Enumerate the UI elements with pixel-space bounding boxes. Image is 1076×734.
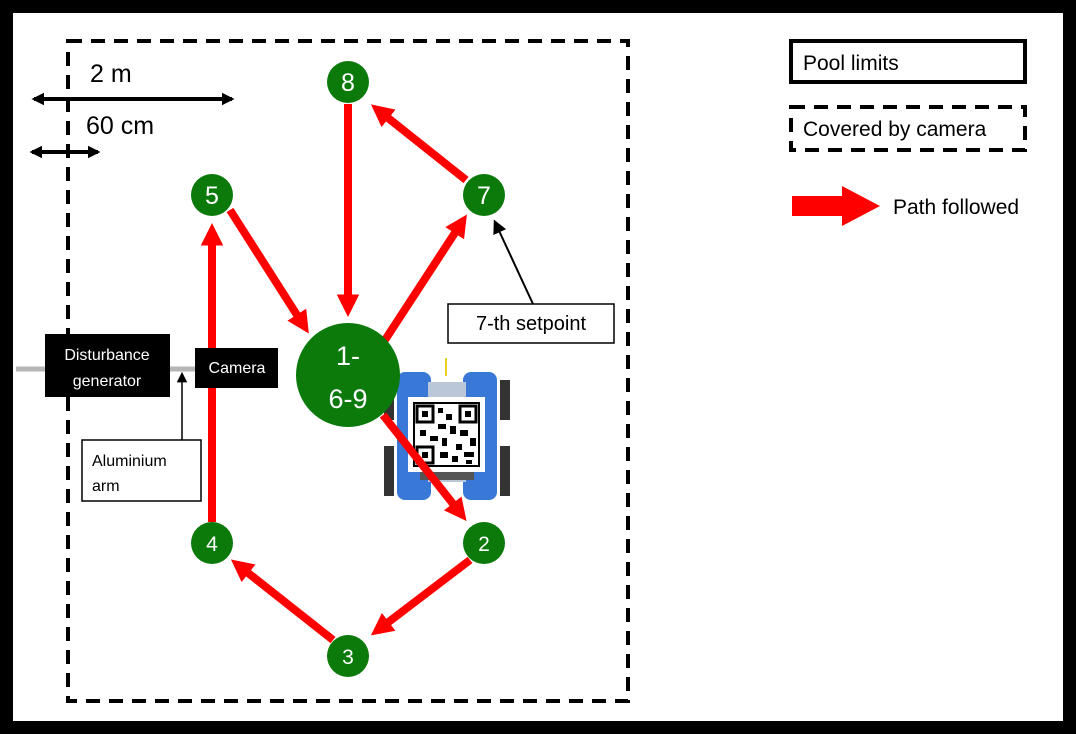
setpoint-2: 2 xyxy=(463,522,505,564)
callout-box-aluminium-arm xyxy=(81,439,202,502)
camera-label: Camera xyxy=(209,360,266,377)
setpoint-label-8: 8 xyxy=(341,69,355,97)
disturbance-generator-label-line2: generator xyxy=(73,373,142,390)
setpoint-label-6-9: 6-9 xyxy=(328,384,367,414)
setpoint-label-2: 2 xyxy=(478,533,490,556)
setpoint-label-7: 7 xyxy=(477,182,491,210)
setpoint-label-3: 3 xyxy=(342,646,354,669)
scale-label-2m: 2 m xyxy=(90,60,132,88)
callout-7th-setpoint-label: 7-th setpoint xyxy=(476,313,587,335)
legend-covered-by-camera-swatch xyxy=(789,105,1027,152)
legend-pool-limits-label: Pool limits xyxy=(803,52,899,75)
legend-path-arrow-icon xyxy=(792,186,880,226)
setpoint-5: 5 xyxy=(191,174,233,216)
camera-box xyxy=(195,348,278,388)
setpoint-3: 3 xyxy=(327,635,369,677)
camera-coverage-area xyxy=(66,39,630,703)
path-arrow-7-to-8 xyxy=(370,104,469,184)
path-arrow-6-to-7 xyxy=(381,214,467,343)
legend-pool-limits-swatch xyxy=(789,39,1027,84)
callout-pointer-7th-setpoint xyxy=(493,219,534,305)
path-arrow-5-to-6 xyxy=(226,207,309,334)
aluminium-arm-label-line1: Aluminium xyxy=(92,453,167,470)
scale-label-60cm: 60 cm xyxy=(86,112,154,140)
setpoint-label-5: 5 xyxy=(205,182,219,210)
legend-covered-by-camera-label: Covered by camera xyxy=(803,118,987,141)
setpoint-label-1: 1- xyxy=(336,341,360,371)
path-arrow-1-to-2 xyxy=(379,412,467,522)
path-arrow-3-to-4 xyxy=(230,559,336,644)
setpoint-7: 7 xyxy=(463,174,505,216)
disturbance-generator-label-line1: Disturbance xyxy=(64,347,149,364)
setpoint-8: 8 xyxy=(327,61,369,103)
setpoint-label-4: 4 xyxy=(206,533,218,556)
disturbance-generator-box xyxy=(45,334,170,397)
setpoint-1-6-9: 1- 6-9 xyxy=(296,323,400,427)
callout-box-7th-setpoint xyxy=(447,303,615,344)
path-arrows xyxy=(200,104,473,644)
path-arrow-2-to-3 xyxy=(370,556,473,636)
aluminium-arm-label-line2: arm xyxy=(92,478,120,495)
legend-path-followed-label: Path followed xyxy=(893,196,1019,219)
setpoint-4: 4 xyxy=(191,522,233,564)
legend: Pool limits Covered by camera Path follo… xyxy=(789,39,1027,226)
